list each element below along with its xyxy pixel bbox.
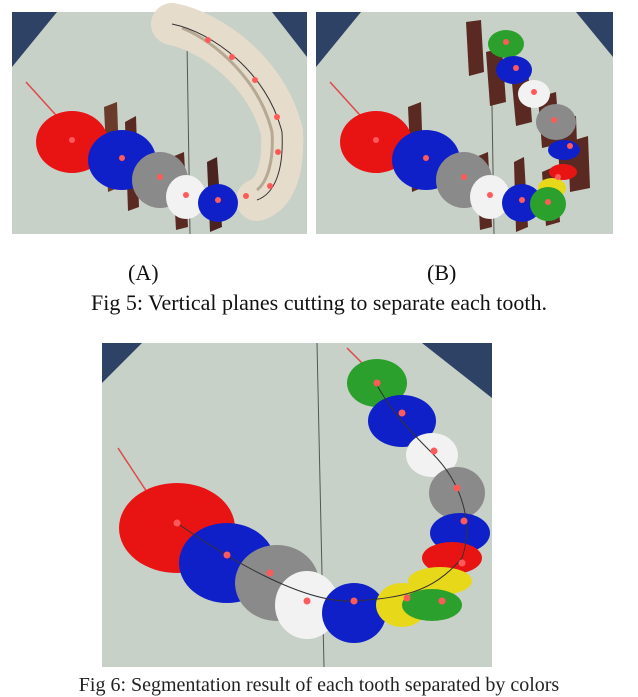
figure-panel-a: [12, 3, 307, 235]
next-caption-fragment: Fig 6: Segmentation result of each tooth…: [78, 674, 560, 696]
panel-b-label: (B): [427, 260, 457, 285]
figure-panel-b: [316, 12, 613, 235]
figure-caption: Fig 5: Vertical planes cutting to separa…: [91, 290, 547, 315]
panel-a-label: (A): [128, 260, 159, 285]
figure-panel-c: [102, 342, 492, 668]
